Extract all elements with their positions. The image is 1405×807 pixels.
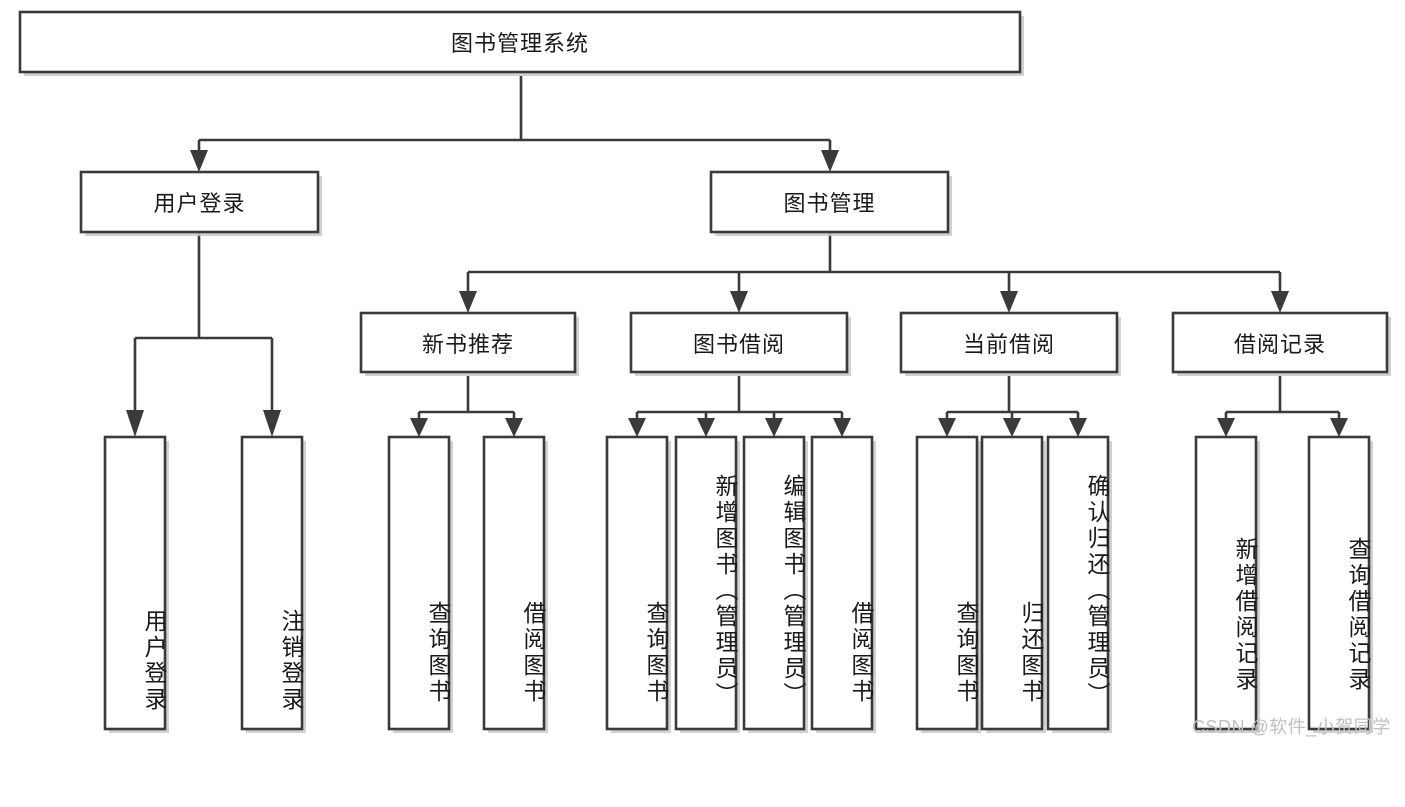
arrowhead-new-book [459, 291, 477, 313]
arrowhead-cb-leaf-2 [1003, 418, 1021, 437]
leaf-box-user-login-1[interactable] [103, 435, 167, 731]
borrow-record-node-box[interactable] [1171, 311, 1389, 374]
leaf-box-user-login-2[interactable] [240, 435, 304, 731]
arrowhead-book-borrow [730, 291, 748, 313]
flowchart-svg [18, 10, 1391, 733]
user-login-node-box[interactable] [79, 170, 320, 234]
leaf-box-bb-2[interactable] [674, 435, 738, 731]
nodes [18, 10, 1391, 733]
arrowhead-bb-leaf-2 [697, 418, 715, 437]
leaf-box-bb-1[interactable] [605, 435, 669, 731]
arrowhead-leaf-logout [263, 410, 281, 437]
arrowhead-bb-leaf-4 [833, 418, 851, 437]
arrowhead-current-borrow [1000, 291, 1018, 313]
flowchart-canvas: 图书管理系统 用户登录 图书管理 新书推荐 图书借阅 当前借阅 借阅记录 用户登… [18, 10, 1391, 737]
leaf-box-cb-2[interactable] [980, 435, 1044, 731]
current-borrow-node-box[interactable] [899, 311, 1119, 374]
arrowhead-bb-leaf-3 [765, 418, 783, 437]
arrowhead-cb-leaf-1 [938, 418, 956, 437]
leaf-box-bb-4[interactable] [810, 435, 874, 731]
book-mgmt-node-box[interactable] [709, 170, 950, 234]
leaf-box-nbr-2[interactable] [482, 435, 546, 731]
arrowhead-br-leaf-2 [1330, 418, 1348, 437]
leaf-box-br-1[interactable] [1194, 435, 1258, 731]
root-node-box[interactable] [18, 10, 1022, 74]
leaf-box-br-2[interactable] [1307, 435, 1371, 731]
leaf-box-cb-3[interactable] [1046, 435, 1110, 731]
arrowhead-nbr-leaf-1 [410, 418, 428, 437]
arrowhead-book-mgmt [821, 150, 839, 172]
arrowhead-bb-leaf-1 [628, 418, 646, 437]
arrowhead-user-login [190, 150, 208, 172]
arrowhead-cb-leaf-3 [1069, 418, 1087, 437]
leaf-box-cb-1[interactable] [915, 435, 979, 731]
leaf-box-nbr-1[interactable] [387, 435, 451, 731]
book-borrow-node-box[interactable] [629, 311, 849, 374]
arrowhead-br-leaf-1 [1217, 418, 1235, 437]
arrowhead-nbr-leaf-2 [505, 418, 523, 437]
arrowhead-borrow-record [1271, 291, 1289, 313]
connectors [126, 76, 1348, 437]
new-book-node-box[interactable] [359, 311, 577, 374]
leaf-box-bb-3[interactable] [742, 435, 806, 731]
arrowhead-leaf-user-login [126, 410, 144, 437]
